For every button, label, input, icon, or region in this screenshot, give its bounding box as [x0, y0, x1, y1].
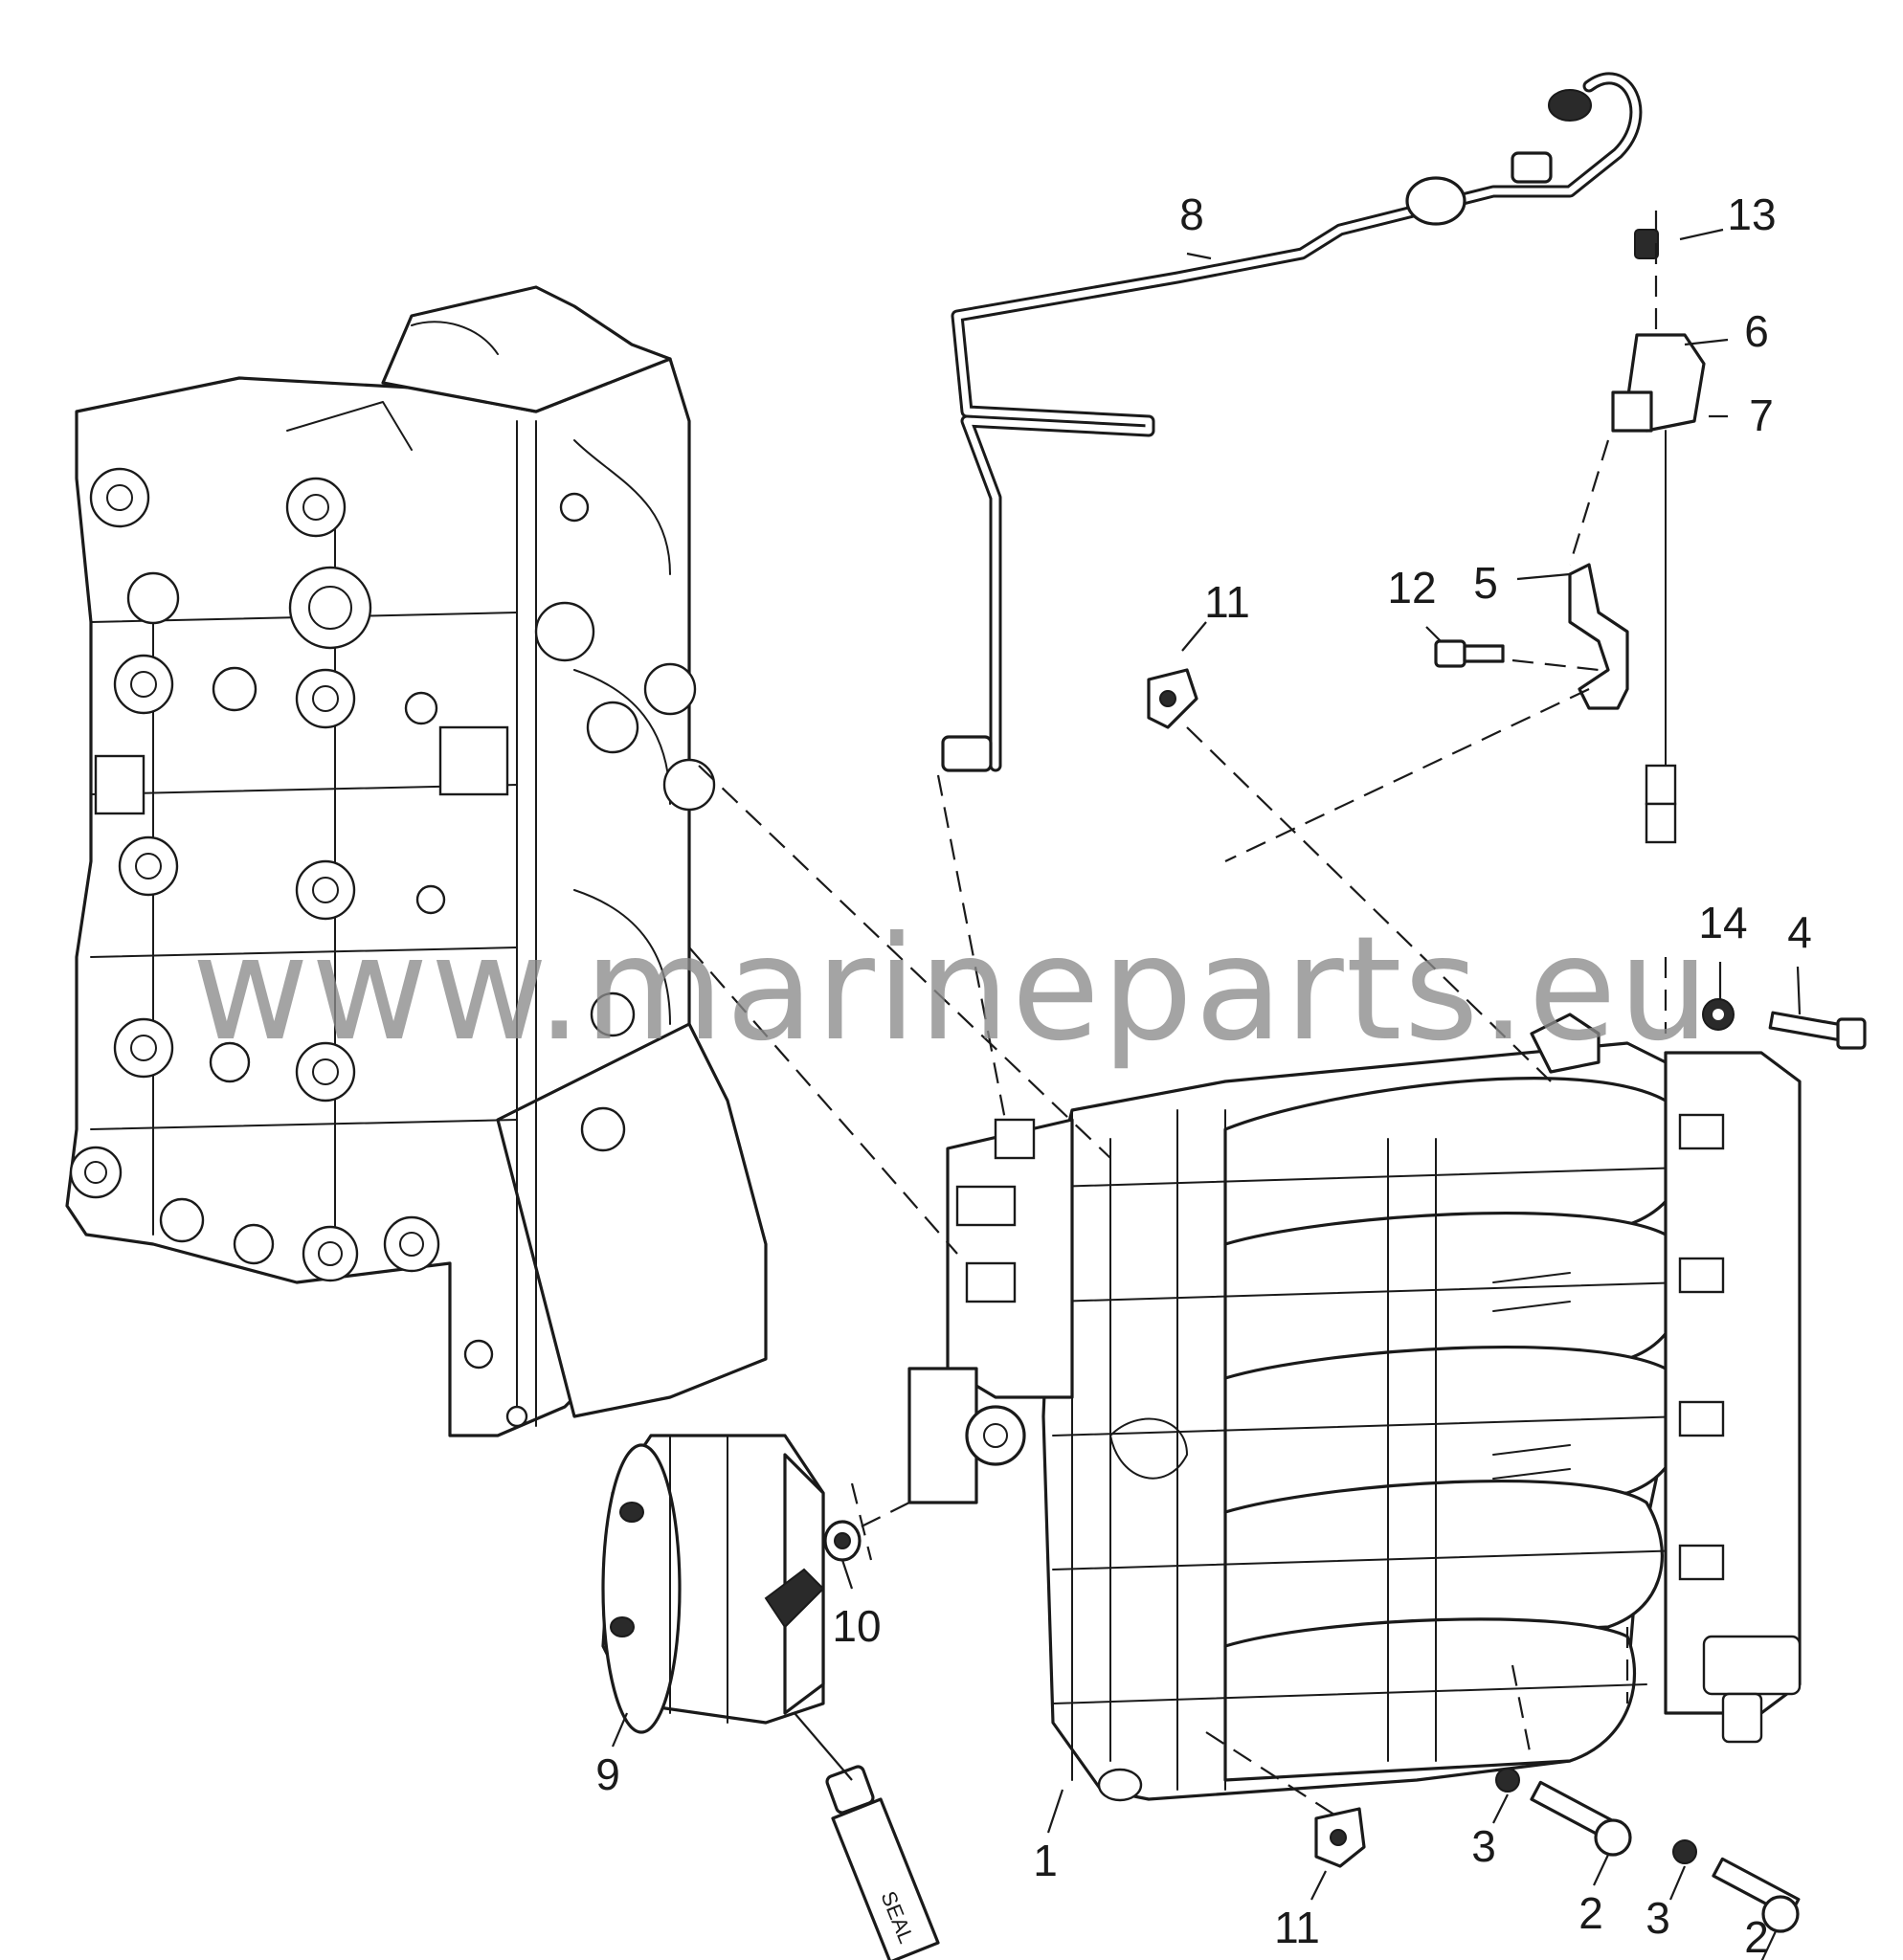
- washer-14: [1702, 998, 1735, 1031]
- callout-1: 1: [1033, 1836, 1058, 1885]
- clip-11-upper: [1147, 668, 1198, 729]
- callout-leaders: [611, 228, 1802, 1960]
- watermark: www.marineparts.eu: [191, 906, 1712, 1073]
- callout-4: 4: [1787, 907, 1812, 957]
- callout-2-right: 2: [1744, 1912, 1769, 1960]
- callout-8: 8: [1179, 189, 1204, 239]
- fuel-line: [941, 72, 1643, 772]
- callout-7: 7: [1749, 390, 1774, 440]
- bolt-12: [1434, 639, 1505, 668]
- engine-block: [65, 285, 768, 1437]
- callout-2-left: 2: [1578, 1888, 1603, 1938]
- bracket: [1568, 563, 1629, 710]
- bolt-2-right: [1672, 1839, 1801, 1933]
- callout-11-lower: 11: [1274, 1903, 1320, 1952]
- callout-labels: 8 13 6 7 5 12 11 14 4 10 9 1 3 2 3 2 11: [595, 189, 1812, 1960]
- map-sensor: [1611, 229, 1706, 844]
- callout-3-left: 3: [1471, 1821, 1496, 1871]
- callout-6: 6: [1744, 306, 1769, 356]
- bolt-2-left: [1495, 1768, 1632, 1857]
- callout-5: 5: [1473, 558, 1498, 608]
- intake-manifold: [907, 1013, 1802, 1802]
- callout-14: 14: [1698, 898, 1747, 947]
- clip-11-lower: [1314, 1807, 1366, 1868]
- assembly-lines: [688, 211, 1668, 1819]
- throttle-body: [601, 1434, 862, 1734]
- callout-9: 9: [595, 1749, 620, 1799]
- bolt-4: [1768, 1011, 1867, 1050]
- callout-11-upper: 11: [1204, 577, 1250, 627]
- callout-3-right: 3: [1646, 1893, 1670, 1943]
- sealant-tube: SEAL: [825, 1765, 940, 1960]
- callout-12: 12: [1387, 563, 1436, 612]
- callout-13: 13: [1727, 189, 1776, 239]
- callout-10: 10: [832, 1601, 881, 1651]
